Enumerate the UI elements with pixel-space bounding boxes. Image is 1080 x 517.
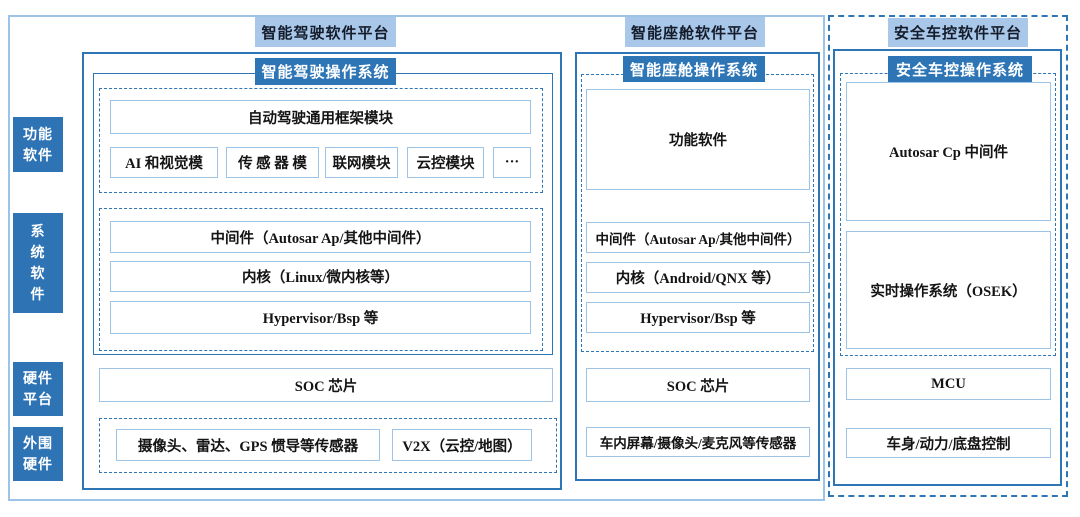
cockpit-platform-frame (575, 52, 820, 481)
cockpit-hypervisor-box: Hypervisor/Bsp 等 (586, 302, 810, 333)
overall-container-frame (8, 15, 825, 501)
driving-kernel-box: 内核（Linux/微内核等） (110, 261, 531, 292)
cockpit-peripheral-box: 车内屏幕/摄像头/麦克风等传感器 (586, 427, 810, 457)
driving-framework-box: 自动驾驶通用框架模块 (110, 100, 531, 134)
cockpit-kernel-box: 内核（Android/QNX 等） (586, 262, 810, 293)
cockpit-functional-box: 功能软件 (586, 89, 810, 190)
driving-platform-title: 智能驾驶软件平台 (255, 17, 396, 47)
driving-module-more: ··· (493, 147, 531, 178)
row-label-hardware-platform: 硬件 平台 (13, 362, 63, 416)
driving-system-group (99, 208, 543, 351)
cockpit-os-title: 智能座舱操作系统 (623, 56, 765, 82)
driving-soc-box: SOC 芯片 (99, 368, 553, 402)
safety-control-box: 车身/动力/底盘控制 (846, 428, 1051, 458)
driving-module-sensor: 传 感 器 模 (226, 147, 319, 178)
safety-rtos-box: 实时操作系统（OSEK） (846, 231, 1051, 349)
cockpit-middleware-box: 中间件（Autosar Ap/其他中间件） (586, 222, 810, 253)
safety-autosar-cp-box: Autosar Cp 中间件 (846, 82, 1051, 221)
row-label-peripheral-hardware: 外围 硬件 (13, 427, 63, 481)
safety-os-title: 安全车控操作系统 (888, 56, 1032, 82)
driving-module-ai-vision: AI 和视觉模 (110, 147, 218, 178)
driving-os-title: 智能驾驶操作系统 (255, 58, 396, 85)
cockpit-platform-title: 智能座舱软件平台 (625, 17, 765, 47)
driving-sensors-box: 摄像头、雷达、GPS 惯导等传感器 (116, 429, 380, 461)
driving-module-network: 联网模块 (325, 147, 398, 178)
cockpit-soc-box: SOC 芯片 (586, 368, 810, 402)
safety-mcu-box: MCU (846, 368, 1051, 400)
row-label-system-software: 系 统 软 件 (13, 213, 63, 313)
driving-middleware-box: 中间件（Autosar Ap/其他中间件） (110, 221, 531, 253)
driving-platform-frame (82, 52, 562, 490)
driving-v2x-box: V2X（云控/地图） (392, 429, 532, 461)
safety-platform-outer-dashed (828, 15, 1068, 497)
safety-platform-frame (833, 49, 1062, 486)
driving-hypervisor-box: Hypervisor/Bsp 等 (110, 301, 531, 334)
safety-platform-title: 安全车控软件平台 (888, 18, 1028, 47)
driving-functional-group (99, 88, 543, 193)
driving-module-cloud: 云控模块 (407, 147, 484, 178)
driving-peripheral-group (99, 418, 557, 473)
row-label-functional-software: 功能 软件 (13, 117, 63, 172)
